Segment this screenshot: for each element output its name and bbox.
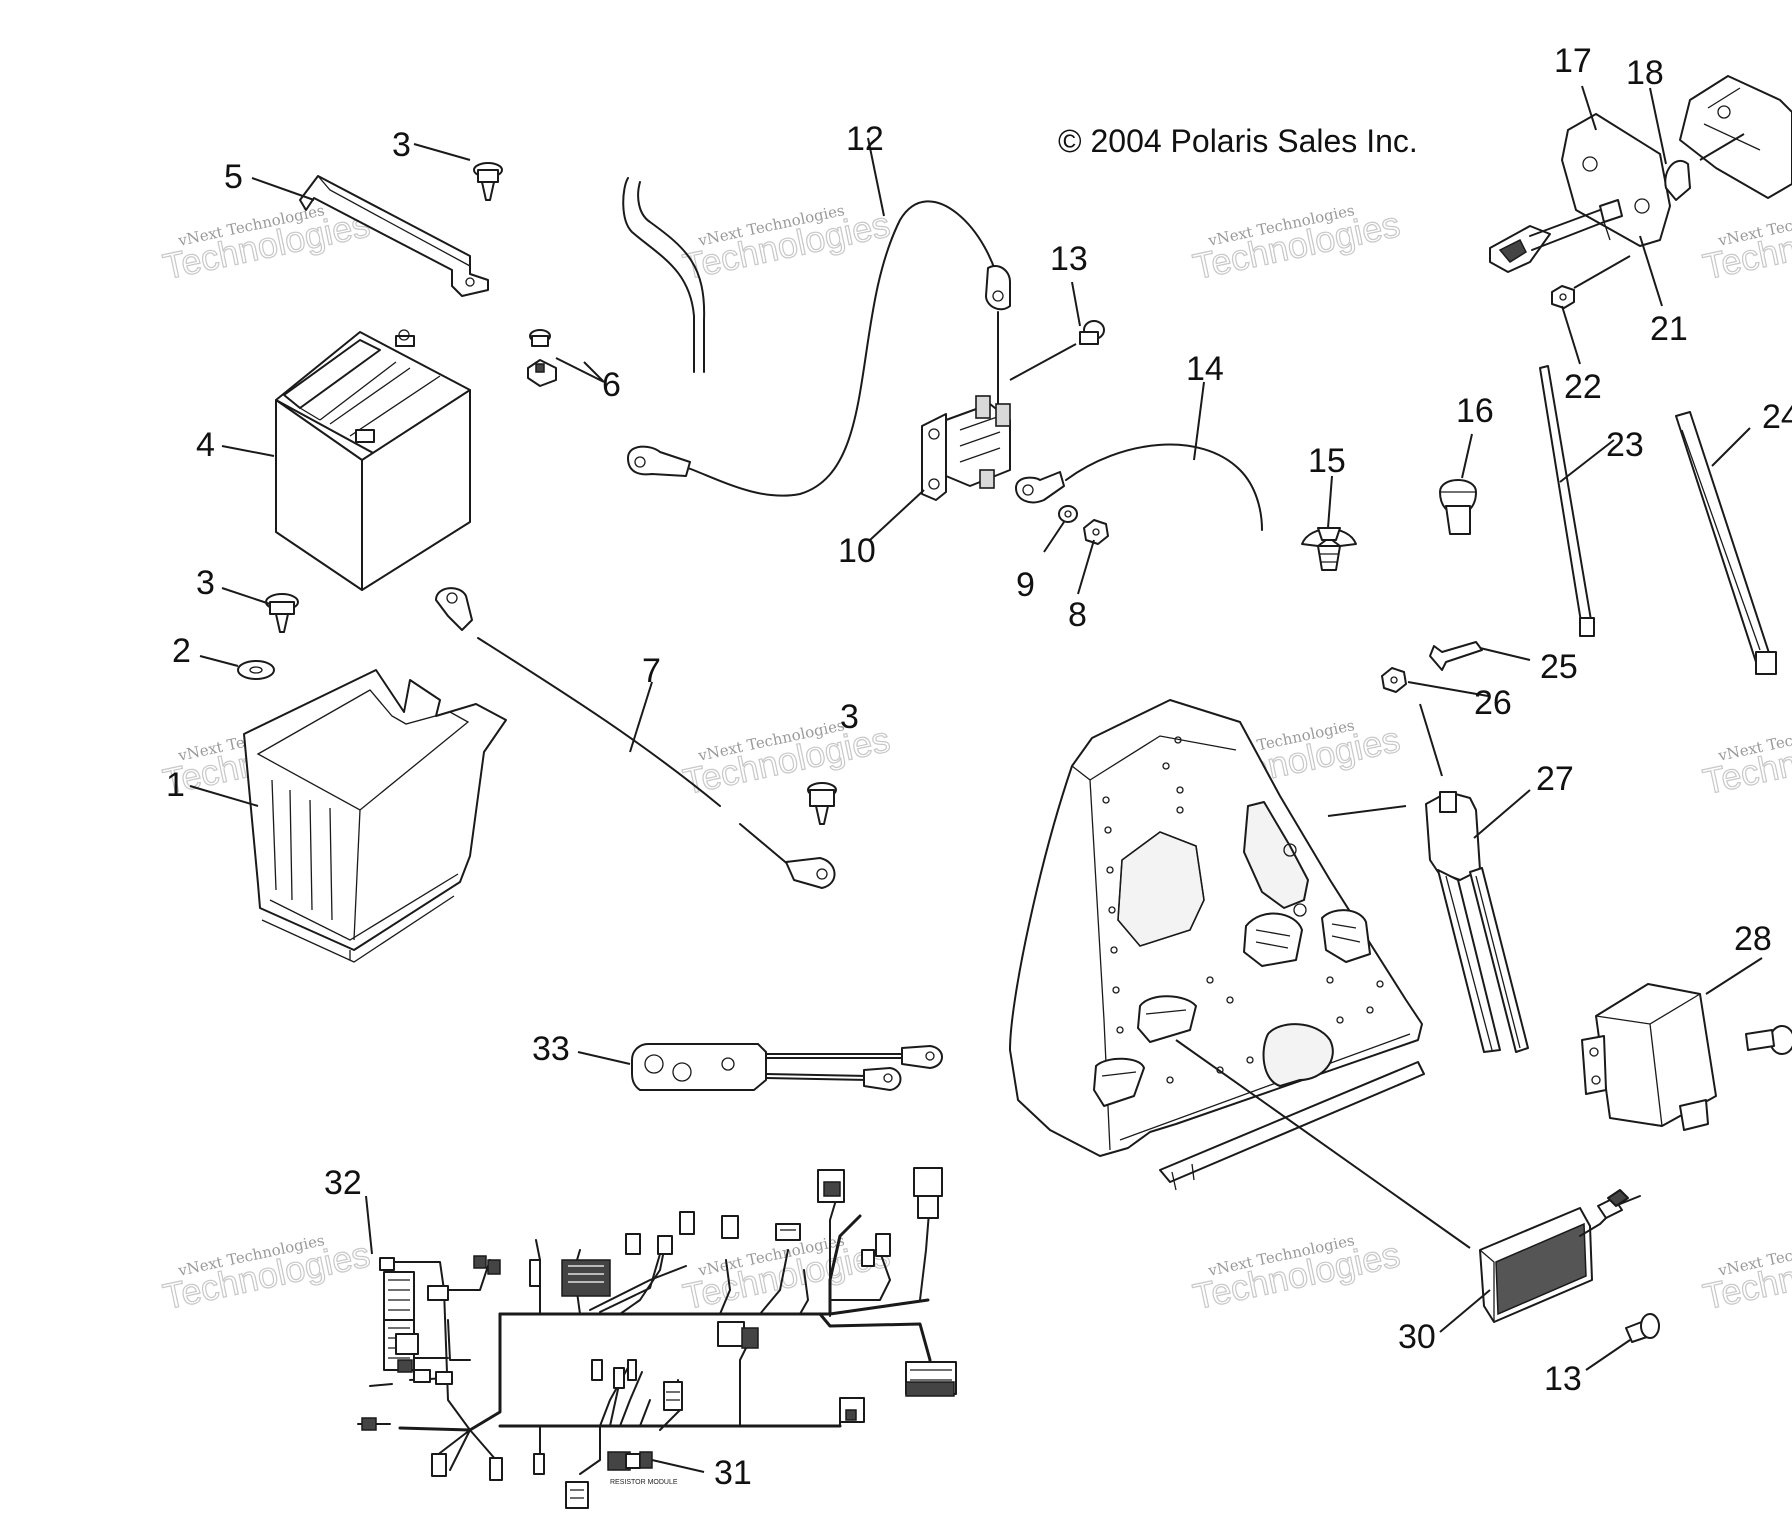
callout-17: 17 [1554, 42, 1592, 80]
part-washer [237, 660, 275, 680]
part-clamp [1439, 479, 1477, 535]
part-screw-top [1009, 320, 1105, 381]
callout-13-top: 13 [1050, 240, 1088, 278]
part-cdi-box [1581, 983, 1717, 1131]
part-rod-23 [1539, 365, 1595, 637]
callout-33: 33 [532, 1030, 570, 1068]
watermark-large: Technologies [1699, 203, 1792, 287]
callout-31: 31 [714, 1454, 752, 1492]
leader-lines [189, 85, 1763, 1473]
watermark-edge-mid: Technologies vNext Technologies [1699, 716, 1792, 803]
leader-26-down [1419, 703, 1443, 777]
callout-8: 8 [1068, 596, 1087, 634]
watermark-edge-bottom: Technologies vNext Technologies [1699, 1231, 1792, 1318]
part-lamp-assembly [1489, 75, 1792, 309]
callout-30: 30 [1398, 1318, 1436, 1356]
callout-10: 10 [838, 532, 876, 570]
part-nut-clip [527, 329, 557, 387]
callout-7: 7 [642, 652, 661, 690]
callout-25: 25 [1540, 648, 1578, 686]
callout-9: 9 [1016, 566, 1035, 604]
callout-12: 12 [846, 120, 884, 158]
watermark-edge-top: Technologies vNext Technologies [1699, 201, 1792, 288]
part-screw-bottom [1625, 1313, 1660, 1343]
part-solenoid [921, 395, 1011, 501]
callout-27: 27 [1536, 760, 1574, 798]
callout-5: 5 [224, 158, 243, 196]
part-wiring-harness: RESISTOR MODULE [357, 1167, 957, 1509]
part-nut-26 [1381, 667, 1407, 693]
callout-18: 18 [1626, 54, 1664, 92]
callout-3-right: 3 [840, 698, 859, 736]
watermark-bottom-left: Technologies vNext Technologies [159, 1231, 374, 1318]
part-ground-cable [435, 587, 836, 889]
part-mounting-panel [1009, 699, 1425, 1191]
part-lock-washer [1058, 505, 1078, 523]
watermark-large: Technologies [1699, 1233, 1792, 1317]
callout-16: 16 [1456, 392, 1494, 430]
watermark-mid-center: Technologies vNext Technologies [679, 716, 894, 803]
callout-23: 23 [1606, 426, 1644, 464]
watermark-large: Technologies [1699, 718, 1792, 802]
callout-4: 4 [196, 426, 215, 464]
part-battery-box [243, 669, 507, 963]
callout-3-top: 3 [392, 126, 411, 164]
callout-26: 26 [1474, 684, 1512, 722]
part-battery [275, 329, 471, 591]
part-nut [1083, 519, 1109, 545]
watermark-top-center: Technologies vNext Technologies [679, 201, 894, 288]
part-bolt-top [473, 162, 503, 201]
watermark-top-right: Technologies vNext Technologies [1189, 201, 1404, 288]
callout-6: 6 [602, 366, 621, 404]
callout-2: 2 [172, 632, 191, 670]
callout-28: 28 [1734, 920, 1772, 958]
part-screw-28 [1745, 1025, 1792, 1055]
copyright-notice: © 2004 Polaris Sales Inc. [1058, 123, 1418, 159]
callout-13-bottom: 13 [1544, 1360, 1582, 1398]
callout-21: 21 [1650, 310, 1688, 348]
callout-15: 15 [1308, 442, 1346, 480]
part-voltage-regulator [1175, 1039, 1641, 1323]
callout-22: 22 [1564, 368, 1602, 406]
part-bolt-mid [265, 593, 299, 633]
callout-1: 1 [166, 766, 185, 804]
part-bolt-right [807, 782, 837, 825]
part-resistor [631, 1043, 943, 1091]
callout-14: 14 [1186, 350, 1224, 388]
part-push-clip [1301, 527, 1357, 571]
callout-3-mid: 3 [196, 564, 215, 602]
watermark-bottom-right: Technologies vNext Technologies [1189, 1231, 1404, 1318]
harness-module-label: RESISTOR MODULE [610, 1479, 678, 1486]
part-cable-14 [1015, 443, 1263, 531]
part-bracket-27 [1425, 791, 1529, 1053]
part-rod-24 [1675, 411, 1777, 675]
callout-numbers: 1 2 3 3 3 4 5 6 7 8 9 10 12 13 13 14 15 … [166, 42, 1792, 1492]
callout-32: 32 [324, 1164, 362, 1202]
callout-24: 24 [1762, 398, 1792, 436]
part-positive-cable [622, 177, 1011, 497]
part-bolt-25 [1429, 641, 1483, 671]
